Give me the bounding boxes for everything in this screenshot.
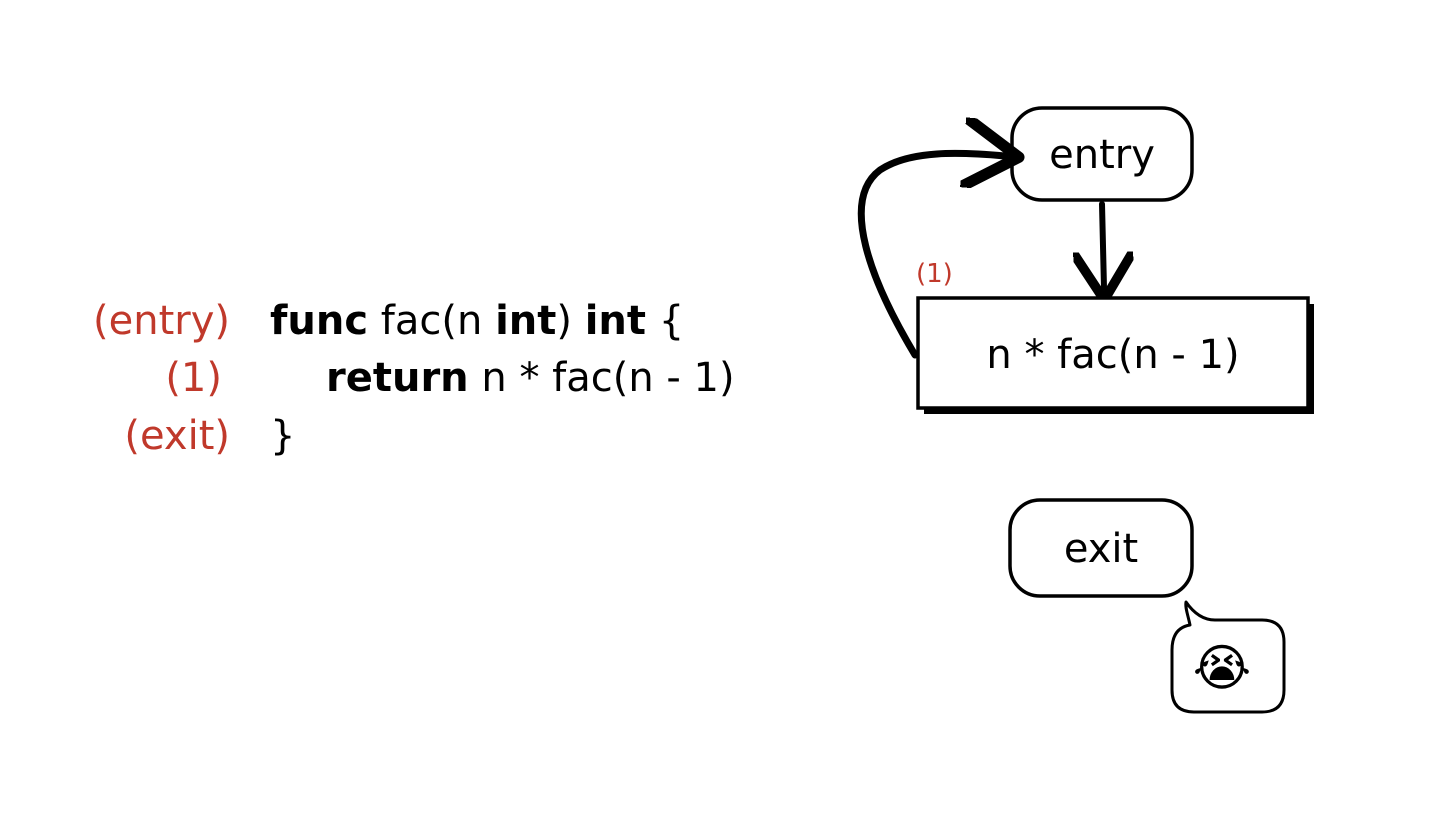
code-panel: (entry) (1) (exit) func fac(n int) int {… [93,293,735,464]
code-close-brace: } [270,413,296,459]
keyword-int-return: int [584,298,647,344]
exit-node: exit [1008,498,1194,598]
keyword-return: return [326,355,469,401]
speech-bubble: 😭 [1170,600,1286,714]
entry-node: entry [1010,106,1194,202]
code-line-3: } [270,408,295,464]
body-node: n * fac(n - 1) [916,296,1314,414]
keyword-int-param: int [495,298,557,344]
code-open-brace: { [646,298,685,344]
entry-node-label: entry [1049,132,1155,178]
code-signature-mid: ) [556,298,585,344]
exit-node-label: exit [1064,526,1138,572]
crying-face-icon: 😭 [1193,639,1251,697]
label-exit: (exit) [124,413,230,459]
code-return-expr: n * fac(n - 1) [468,355,735,401]
code-line-1: func fac(n int) int { [270,293,684,349]
keyword-func: func [270,298,369,344]
label-one: (1) [165,355,222,401]
code-line-2: return n * fac(n - 1) [326,350,735,406]
edge-entry-to-body [1102,201,1104,288]
code-signature: fac(n [368,298,496,344]
label-entry: (entry) [93,298,230,344]
body-node-label: n * fac(n - 1) [986,332,1239,378]
edge-recursive-back [857,153,1005,359]
body-node-tag: (1) [916,259,953,289]
